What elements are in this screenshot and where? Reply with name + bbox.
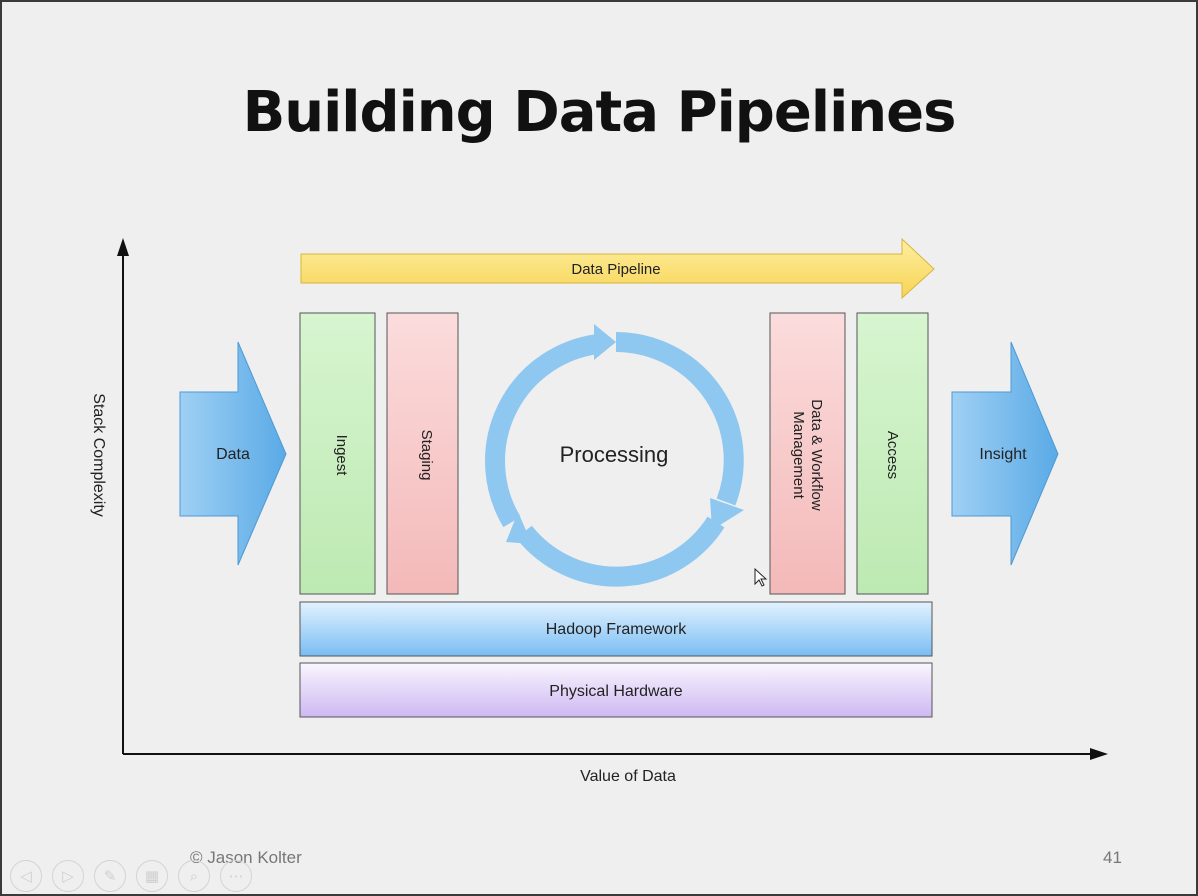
insight-output-label: Insight — [979, 446, 1027, 463]
slides-grid-button[interactable]: ▦ — [136, 860, 168, 892]
processing-cycle: Processing — [485, 324, 744, 587]
data-input-arrow: Data — [179, 341, 287, 566]
management-label-line2: Management — [790, 411, 807, 499]
y-axis — [117, 238, 129, 754]
x-axis — [123, 748, 1108, 760]
previous-slide-icon: ◁ — [20, 867, 32, 885]
hadoop-framework-label: Hadoop Framework — [546, 621, 688, 638]
copyright-text: © Jason Kolter — [190, 848, 302, 867]
hadoop-framework-bar: Hadoop Framework — [299, 601, 933, 657]
data-workflow-management-box: Data & Workflow Management — [769, 312, 846, 595]
more-options-button[interactable]: ⋯ — [220, 860, 252, 892]
physical-hardware-label: Physical Hardware — [549, 683, 682, 700]
pen-icon: ✎ — [103, 867, 117, 885]
mouse-pointer-icon — [754, 568, 768, 587]
ingest-box: Ingest — [299, 312, 376, 595]
processing-label: Processing — [560, 442, 669, 467]
previous-slide-button[interactable]: ◁ — [10, 860, 42, 892]
access-box: Access — [856, 312, 929, 595]
data-pipeline-arrow: Data Pipeline — [300, 237, 935, 300]
x-axis-label: Value of Data — [580, 768, 676, 785]
management-label-line1: Data & Workflow — [808, 399, 825, 511]
y-axis-label: Stack Complexity — [90, 393, 107, 517]
next-slide-button[interactable]: ▷ — [52, 860, 84, 892]
access-label: Access — [884, 431, 901, 479]
slides-grid-icon: ▦ — [144, 867, 160, 885]
next-slide-icon: ▷ — [62, 867, 74, 885]
staging-label: Staging — [418, 430, 435, 481]
zoom-button[interactable]: ⌕ — [178, 860, 210, 892]
pen-button[interactable]: ✎ — [94, 860, 126, 892]
slide-number: 41 — [1103, 848, 1122, 867]
insight-output-arrow: Insight — [951, 341, 1059, 566]
data-input-label: Data — [216, 446, 250, 463]
data-pipeline-label: Data Pipeline — [571, 261, 660, 278]
staging-box: Staging — [386, 312, 459, 595]
zoom-icon: ⌕ — [189, 867, 199, 885]
slide-title: Building Data Pipelines — [242, 80, 957, 145]
physical-hardware-bar: Physical Hardware — [299, 662, 933, 718]
presentation-controls: ◁ ▷ ✎ ▦ ⌕ ⋯ — [10, 860, 252, 892]
more-options-icon: ⋯ — [228, 867, 244, 885]
ingest-label: Ingest — [333, 435, 350, 477]
